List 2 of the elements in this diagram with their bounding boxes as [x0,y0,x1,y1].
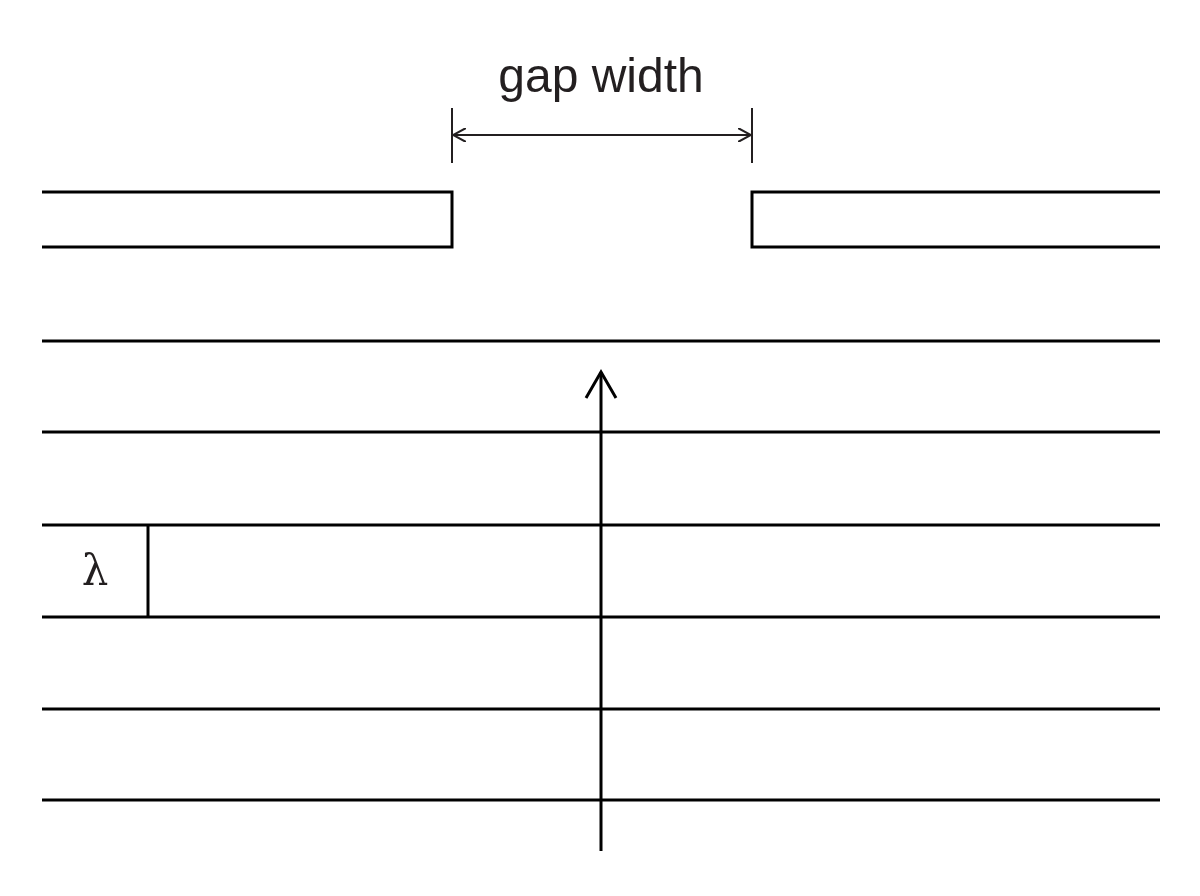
dimension-label: gap width [497,52,705,100]
wavelength-label: λ [80,550,110,592]
